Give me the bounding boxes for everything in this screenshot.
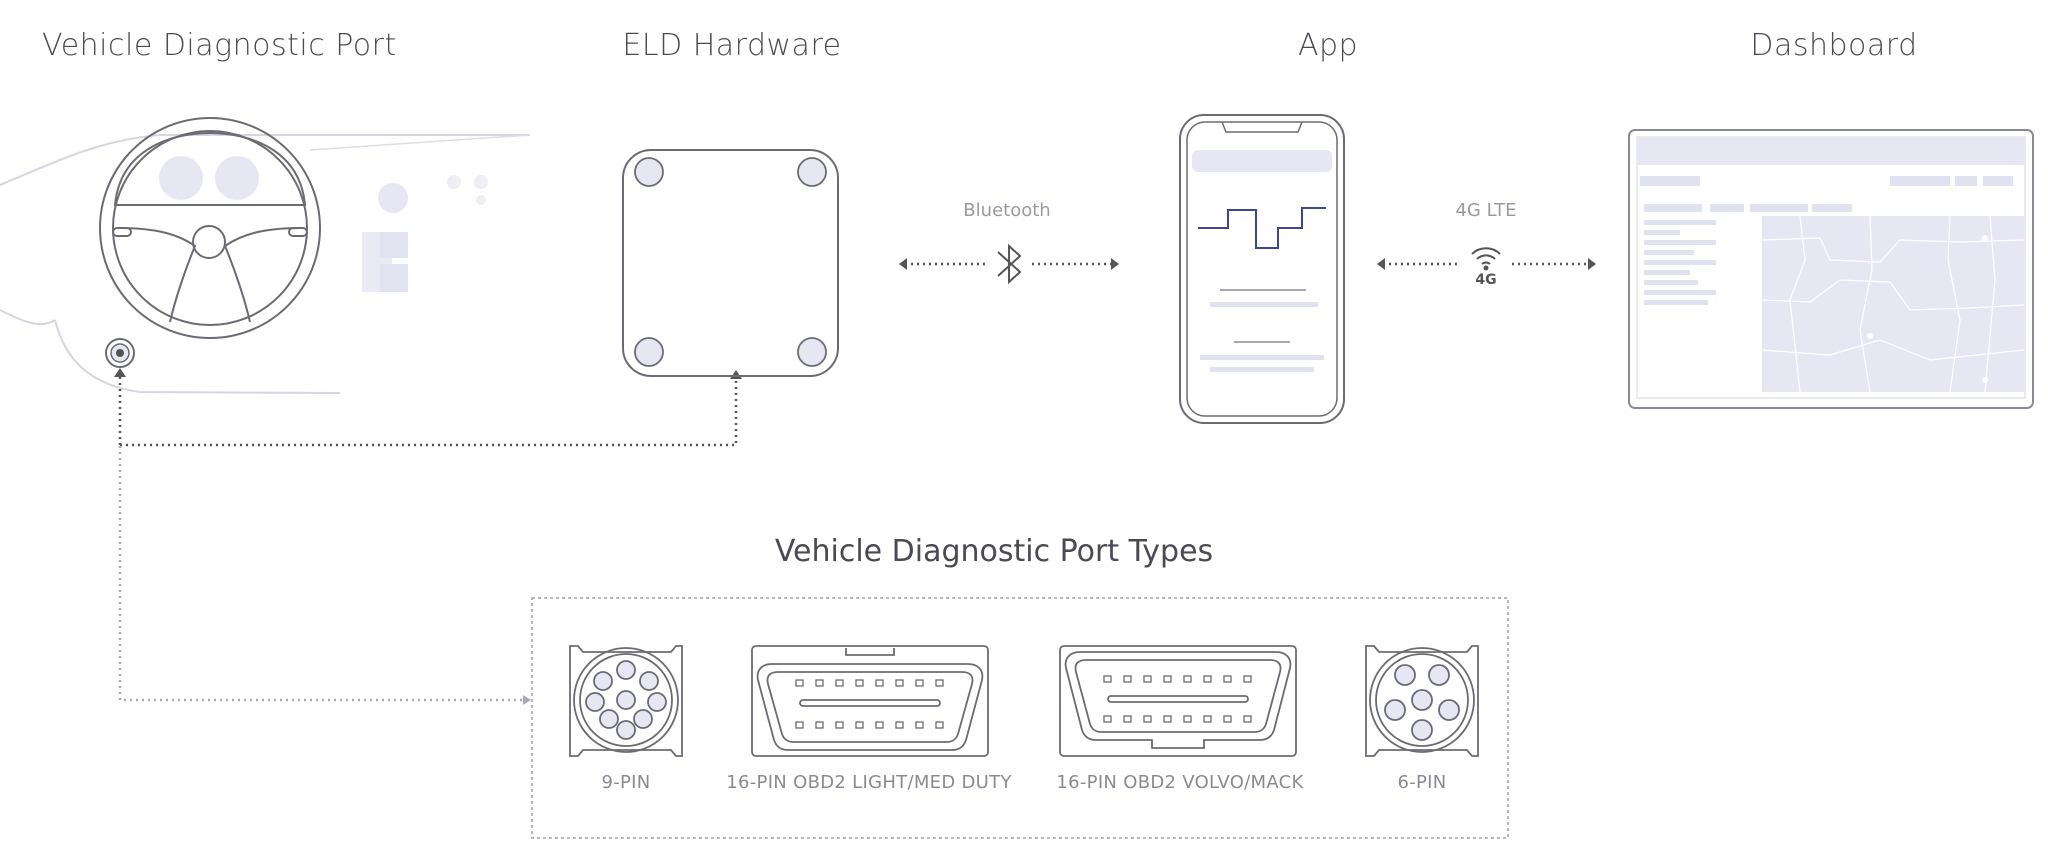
port-types-title: Vehicle Diagnostic Port Types <box>774 534 1214 569</box>
4g-badge: 4G <box>1475 272 1496 288</box>
lte-link <box>1377 258 1596 270</box>
eld-device-icon <box>622 149 839 377</box>
bluetooth-label: Bluetooth <box>963 200 1051 221</box>
port-label-obd2-light: 16-PIN OBD2 LIGHT/MED DUTY <box>726 772 1012 793</box>
port-label-6-pin: 6-PIN <box>1397 772 1447 793</box>
header-dashboard: Dashboard <box>1750 28 1918 63</box>
lte-label: 4G LTE <box>1455 200 1517 221</box>
dashboard-monitor-illustration <box>1628 129 2034 409</box>
6-pin-connector-icon <box>1365 645 1479 757</box>
9-pin-connector-icon <box>569 645 683 757</box>
vehicle-port-icon <box>105 338 135 368</box>
obd2-light-connector-icon <box>751 645 989 757</box>
header-app: App <box>1297 28 1359 63</box>
steering-wheel-icon <box>99 117 321 339</box>
header-vehicle-diagnostic-port: Vehicle Diagnostic Port <box>42 28 397 63</box>
bluetooth-icon <box>997 243 1022 285</box>
bluetooth-link <box>899 258 1119 270</box>
port-label-9-pin: 9-PIN <box>601 772 651 793</box>
vehicle-to-port-types-connector <box>118 446 527 702</box>
header-eld-hardware: ELD Hardware <box>622 28 842 63</box>
vehicle-to-eld-connector <box>118 372 738 447</box>
phone-app-illustration <box>1179 114 1345 424</box>
vehicle-dashboard-illustration <box>0 134 531 394</box>
port-label-obd2-volvo: 16-PIN OBD2 VOLVO/MACK <box>1056 772 1304 793</box>
wifi-signal-icon <box>1471 247 1501 271</box>
port-types-panel <box>531 597 1509 839</box>
obd2-volvo-connector-icon <box>1059 645 1297 757</box>
